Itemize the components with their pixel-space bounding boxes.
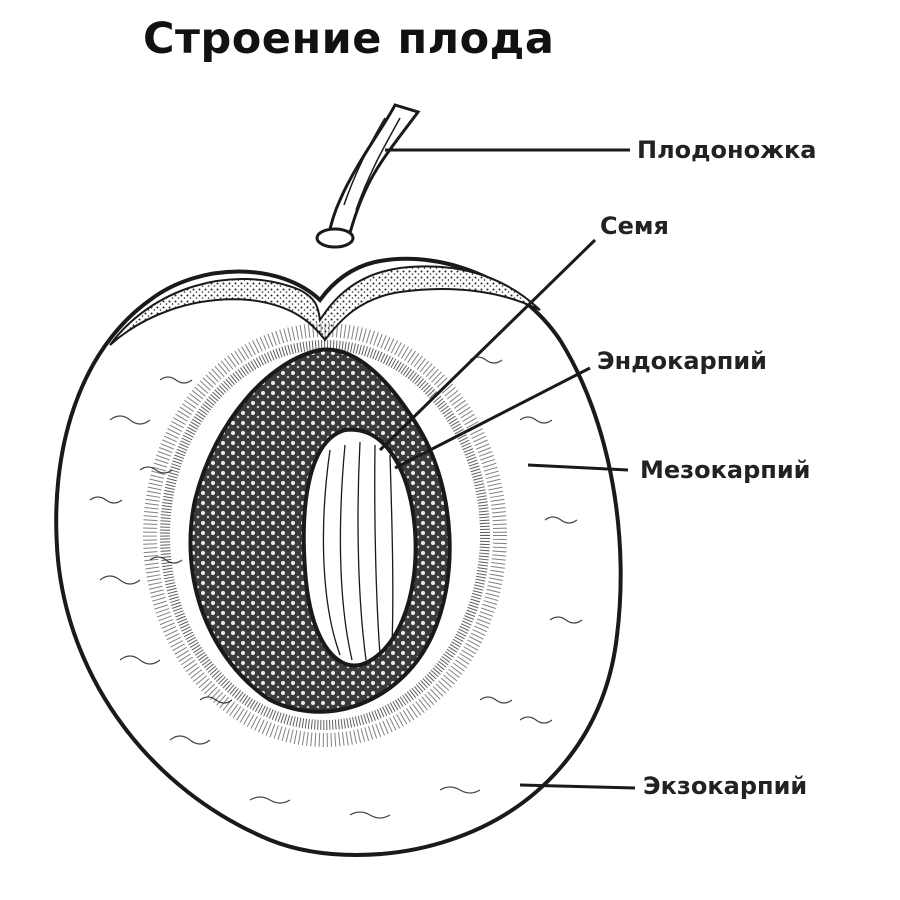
label-endocarp: Эндокарпий	[597, 347, 767, 375]
seed	[301, 427, 418, 668]
stalk-base	[315, 227, 355, 249]
label-seed: Семя	[600, 212, 669, 240]
fiber-halo	[143, 323, 507, 747]
leader-lines	[378, 148, 636, 790]
skin-band	[109, 265, 541, 346]
stalk	[326, 103, 421, 242]
mesocarp-fibers	[89, 356, 583, 819]
label-mesocarp: Мезокарпий	[640, 456, 811, 484]
label-stalk: Плодоножка	[637, 136, 817, 164]
label-exocarp: Экзокарпий	[643, 772, 808, 800]
seed-lines	[322, 441, 394, 661]
page-title: Строение плода	[143, 14, 555, 64]
